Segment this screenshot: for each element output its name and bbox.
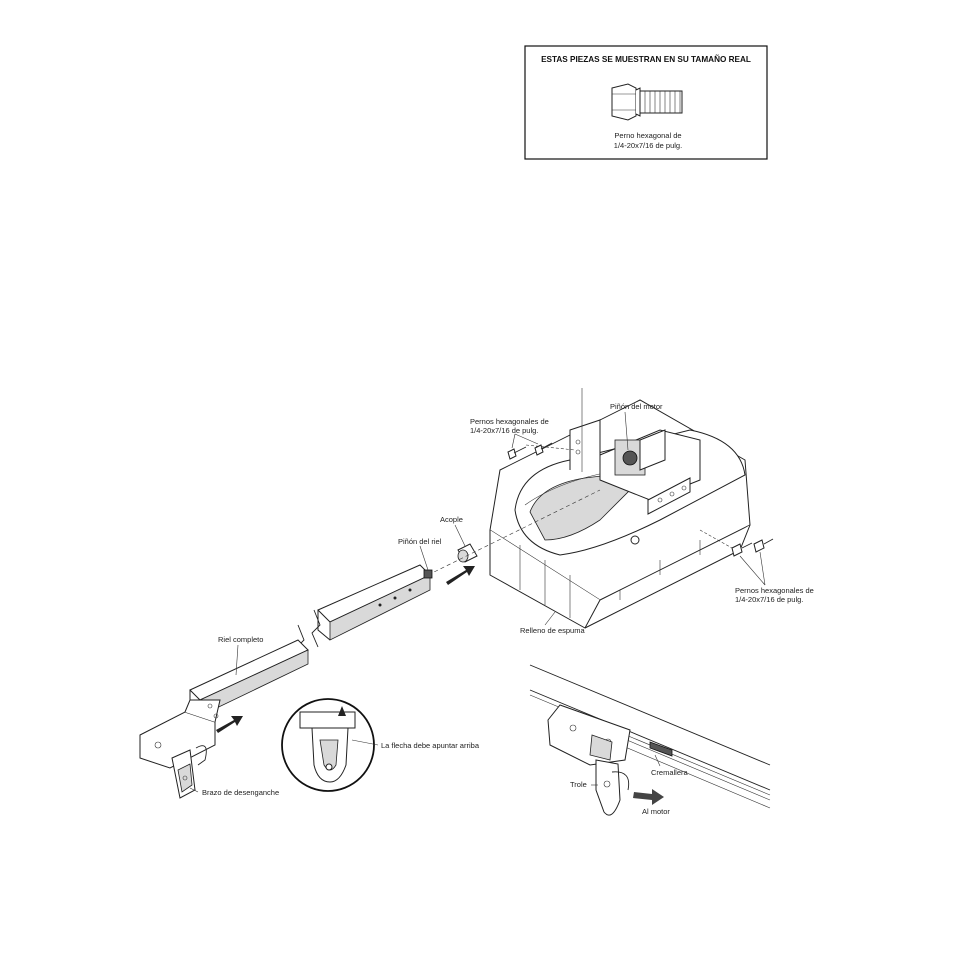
label-hex-bolts-right-2: 1/4-20x7/16 de pulg.	[735, 595, 803, 604]
label-rail-sprocket: Piñón del riel	[398, 537, 442, 546]
label-coupler: Acople	[440, 515, 463, 524]
actual-size-box: ESTAS PIEZAS SE MUESTRAN EN SU TAMAÑO RE…	[524, 45, 768, 160]
label-arrow-must-point-up: La flecha debe apuntar arriba	[381, 741, 480, 750]
magnified-detail-circle	[281, 698, 379, 792]
rack-icon	[649, 741, 673, 757]
label-foam-pad: Relleno de espuma	[520, 626, 585, 635]
complete-rail-illustration	[189, 545, 433, 717]
label-complete-rail: Riel completo	[218, 635, 263, 644]
to-motor-arrow-icon	[633, 789, 664, 805]
label-to-motor: Al motor	[642, 807, 670, 816]
inset-trolley-detail	[529, 664, 771, 816]
label-motor-sprocket: Piñón del motor	[610, 402, 663, 411]
hex-bolts-right-icon	[699, 529, 774, 586]
label-release-arm: Brazo de desenganche	[202, 788, 279, 797]
actual-size-title: ESTAS PIEZAS SE MUESTRAN EN SU TAMAÑO RE…	[541, 54, 751, 64]
arrow-trolley-icon	[216, 716, 243, 733]
rail-sprocket-icon	[423, 569, 433, 579]
label-hex-bolts-right-1: Pernos hexagonales de	[735, 586, 814, 595]
label-hex-bolts-top-1: Pernos hexagonales de	[470, 417, 549, 426]
trolley-front-illustration	[139, 699, 221, 799]
hex-bolt-icon	[611, 83, 683, 121]
label-trolley: Trole	[570, 780, 587, 789]
up-arrow-icon	[338, 706, 346, 716]
bolt-label-line1: Perno hexagonal de	[614, 131, 681, 140]
label-rack: Cremallera	[651, 768, 689, 777]
bolt-label-line2: 1/4-20x7/16 de pulg.	[614, 141, 682, 150]
motor-sprocket-icon	[622, 450, 638, 466]
motor-unit-illustration	[489, 399, 751, 629]
arrow-to-motor-icon	[446, 566, 475, 585]
label-hex-bolts-top-2: 1/4-20x7/16 de pulg.	[470, 426, 538, 435]
hex-bolts-top-icon	[507, 433, 576, 460]
